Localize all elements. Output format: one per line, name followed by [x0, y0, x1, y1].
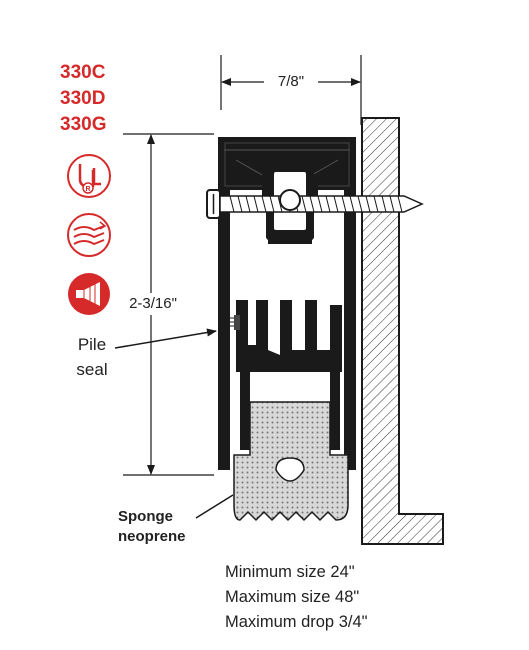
- model-330g: 330G: [60, 114, 107, 135]
- mounting-screw: [206, 189, 424, 219]
- model-330d: 330D: [60, 88, 106, 109]
- model-330c: 330C: [60, 62, 106, 83]
- sound-horn-icon: [68, 273, 110, 315]
- width-dimension-label: 7/8": [277, 73, 305, 90]
- sponge-leader: [195, 494, 234, 519]
- width-dimension: [220, 55, 362, 125]
- spec-max-drop: Maximum drop 3/4": [225, 613, 368, 631]
- door-section: [361, 117, 444, 545]
- sponge-neoprene-seal: [233, 401, 349, 522]
- sponge-label-line1: Sponge: [118, 508, 173, 525]
- pile-seal-label-line1: Pile: [77, 335, 107, 354]
- sponge-neoprene-label: Sponge neoprene: [118, 507, 198, 547]
- ul-listed-icon: R: [67, 154, 111, 198]
- pile-seal-leader: [114, 328, 217, 349]
- smoke-airflow-icon: [67, 213, 111, 257]
- spec-min-size: Minimum size 24": [225, 563, 355, 581]
- height-dimension-label: 2-3/16": [118, 295, 188, 312]
- aluminum-housing: [218, 137, 356, 470]
- height-dimension: [123, 133, 214, 476]
- svg-text:R: R: [85, 186, 90, 193]
- spec-max-size: Maximum size 48": [225, 588, 360, 606]
- pile-seal-label-line2: seal: [76, 360, 108, 379]
- pile-seal-label: Pile seal: [62, 332, 122, 382]
- spec-list: Minimum size 24" Maximum size 48" Maximu…: [225, 560, 465, 635]
- sliding-carrier: [227, 300, 342, 450]
- sponge-label-line2: neoprene: [118, 528, 186, 545]
